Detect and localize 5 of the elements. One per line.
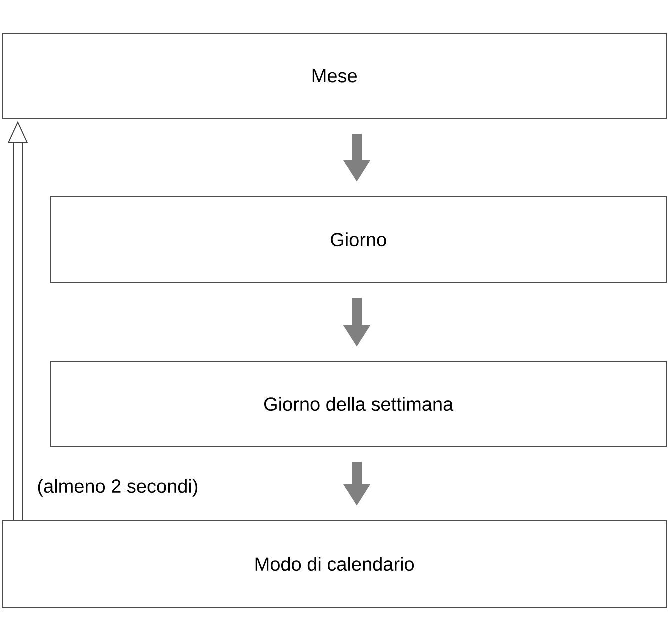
process-box: Giorno della settimana: [50, 361, 668, 448]
process-box: Modo di calendario: [2, 520, 668, 608]
process-box: Mese: [2, 33, 668, 120]
edge-label: (almeno 2 secondi): [38, 479, 198, 497]
process-box: Giorno: [50, 196, 668, 284]
